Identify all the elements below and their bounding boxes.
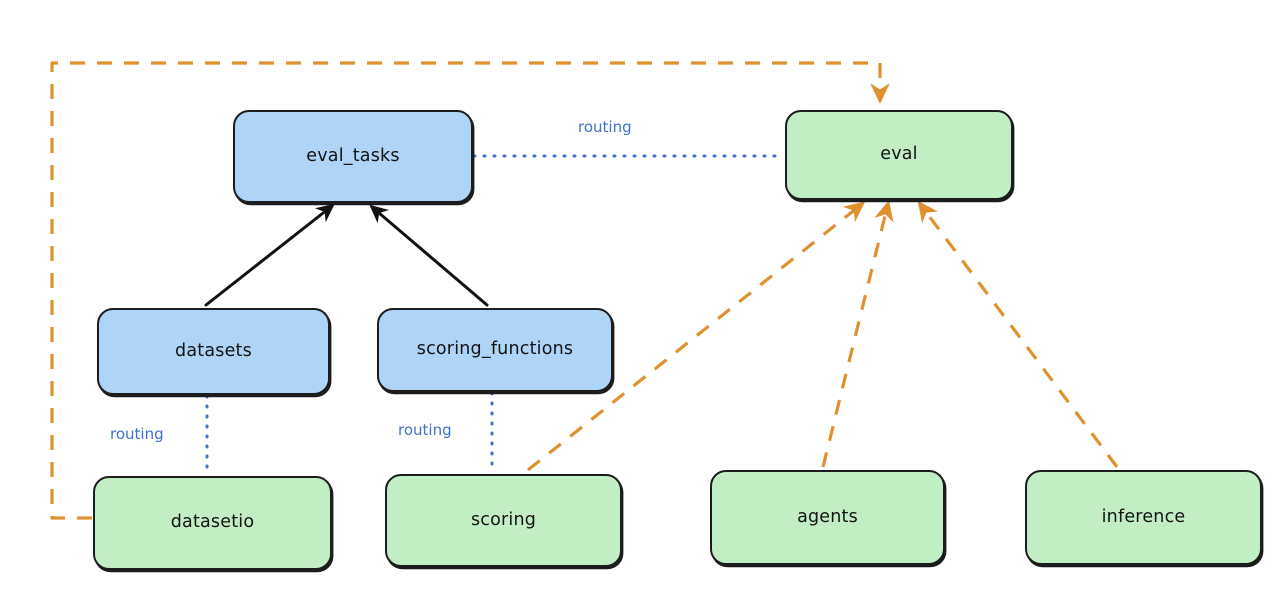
node-label: eval [880, 144, 918, 165]
node-label: agents [797, 506, 858, 527]
edge-agents-to-eval [821, 200, 894, 468]
edge-label-routing: routing [398, 421, 452, 439]
edge-inference-to-eval [917, 200, 1119, 468]
node-eval[interactable]: eval [785, 110, 1013, 200]
node-agents[interactable]: agents [710, 470, 945, 565]
node-label: inference [1101, 506, 1186, 527]
node-label: datasets [175, 340, 252, 361]
node-eval_tasks[interactable]: eval_tasks [233, 110, 473, 203]
node-datasets[interactable]: datasets [97, 308, 330, 395]
node-datasetio[interactable]: datasetio [93, 476, 332, 570]
edge-label-routing: routing [110, 425, 164, 443]
edge-label-routing: routing [578, 118, 632, 136]
node-label: scoring_functions [416, 339, 574, 360]
node-scoring[interactable]: scoring [385, 474, 622, 567]
node-inference[interactable]: inference [1025, 470, 1262, 565]
node-label: eval_tasks [306, 145, 400, 166]
edge-scoring_functions-to-eval_tasks [369, 204, 489, 307]
node-label: datasetio [170, 512, 255, 533]
node-scoring_functions[interactable]: scoring_functions [377, 308, 613, 392]
edge-datasets-to-eval_tasks [204, 203, 335, 307]
node-label: scoring [470, 509, 537, 530]
